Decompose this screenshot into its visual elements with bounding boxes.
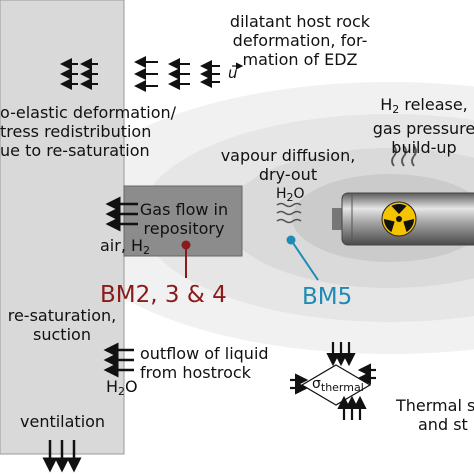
vapour-waves-icon: [276, 202, 302, 224]
h2-release-line1: H2 release,: [380, 95, 468, 116]
outflow-line2: from hostrock: [140, 363, 251, 382]
edz-label-line2: deformation, for-: [232, 31, 368, 50]
gasflow-line2: repository: [143, 219, 225, 238]
resat-line1: re-saturation,: [7, 306, 117, 325]
thermal-stress-label: Thermal s and st: [396, 396, 474, 434]
elastic-line1: o-elastic deformation/: [0, 103, 177, 122]
thermal-stress-element: [290, 342, 376, 420]
sigma-thermal-label: σthermal: [312, 376, 364, 394]
bm5-marker: [286, 235, 319, 281]
bm5-label: BM5: [302, 284, 353, 310]
edz-label: dilatant host rock deformation, for- mat…: [212, 12, 388, 69]
edz-label-line3: mation of EDZ: [242, 50, 358, 69]
ventilation-arrows: [42, 440, 82, 473]
vapour-diffusion-label: vapour diffusion, dry-out: [210, 146, 366, 184]
bm234-label: BM2, 3 & 4: [100, 282, 227, 308]
radiation-trefoil-icon: [381, 201, 417, 237]
elastic-line2: tress redistribution: [0, 122, 152, 141]
bm234-marker: [181, 240, 191, 278]
elastic-deformation-label: o-elastic deformation/ tress redistribut…: [0, 103, 176, 160]
air-h2-arrows: [105, 196, 138, 232]
ventilation-label: ventilation: [20, 412, 106, 431]
outflow-arrows: [103, 342, 134, 378]
h2-release-label: H2 release, gas pressure build-up: [362, 95, 474, 157]
edz-label-line1: dilatant host rock: [229, 12, 371, 31]
resat-line2: suction: [33, 325, 91, 344]
h2o-outflow-label: H2O: [106, 377, 138, 398]
vapour-line1: vapour diffusion,: [220, 146, 356, 165]
outflow-line1: outflow of liquid: [140, 344, 269, 363]
air-h2-label: air, H2: [100, 236, 151, 257]
u-displacement-symbol: u: [228, 64, 238, 82]
thermal-line2: and st: [418, 415, 468, 434]
heat-waves-icon: [391, 145, 417, 167]
thermal-line1: Thermal s: [396, 396, 474, 415]
gas-flow-label: Gas flow in repository: [136, 200, 232, 238]
elastic-line3: ue to re-saturation: [0, 141, 150, 160]
displacement-arrows: [60, 56, 220, 92]
h2o-vapour-label: H2O: [276, 186, 305, 204]
outflow-label: outflow of liquid from hostrock: [140, 344, 269, 382]
gasflow-line1: Gas flow in: [139, 200, 229, 219]
resaturation-label: re-saturation, suction: [2, 306, 122, 344]
h2-release-line3: build-up: [391, 138, 457, 157]
h2-release-line2: gas pressure: [372, 119, 474, 138]
vapour-line2: dry-out: [258, 165, 318, 184]
